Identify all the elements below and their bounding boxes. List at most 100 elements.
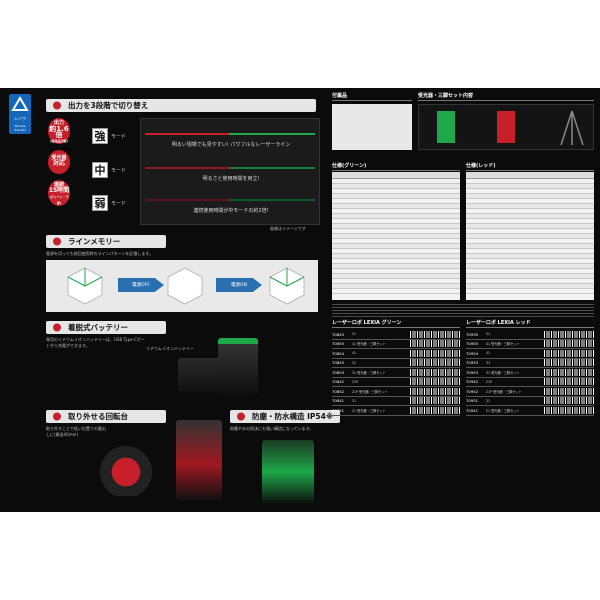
set-contents-title: 受光器・三脚セット内容 [418, 93, 594, 101]
barcode-icon [544, 387, 594, 395]
brand-mark-icon [11, 96, 29, 111]
receiver-red-photo [497, 111, 515, 143]
barcode-icon [544, 349, 594, 357]
barcode-icon [410, 359, 460, 367]
red-laser-photo [176, 420, 222, 500]
power-on-arrow: 電源ON [216, 278, 262, 292]
barcode-icon [544, 359, 594, 367]
accessories-box [332, 104, 412, 150]
receiver-green-photo [437, 111, 455, 143]
rotating-base-header: 取り外せる回転台 [46, 410, 166, 423]
output-switch-header: 出力を3段階で切り替え [46, 99, 316, 112]
brand-logo: シンワ Shinwa Sokutei [9, 94, 31, 134]
line-memory-text: 電源を切っても前回使用時のラインパターンを記憶します。 [46, 251, 153, 256]
mode-weak-text: 連続使用時間が中モードの約2倍! [193, 208, 269, 214]
barcode-icon [544, 368, 594, 376]
spec-green-title: 仕様(グリーン) [332, 163, 460, 171]
spec-footnotes [332, 304, 594, 318]
barcode-icon [544, 397, 594, 405]
image-note: 画像はイメージです [270, 226, 306, 231]
check-icon [53, 237, 61, 246]
barcode-icon [410, 349, 460, 357]
rotating-base-photo [96, 436, 156, 496]
laser-bar-red-medium [145, 167, 229, 169]
battery-header: 着脱式バッテリー [46, 321, 166, 334]
laser-device-photo [218, 338, 258, 396]
spec-green-table [332, 172, 460, 300]
barcode-icon [410, 340, 460, 348]
laser-bar-green-strong [229, 133, 315, 135]
battery-label: リチウムイオンバッテリー [146, 346, 194, 351]
laser-bar-green-weak [229, 199, 315, 201]
line-memory-header: ラインメモリー [46, 235, 166, 248]
line-memory-strip: 電源OFF 電源ON [46, 260, 318, 312]
check-icon [53, 412, 61, 421]
spec-red-title: 仕様(レッド) [466, 163, 594, 171]
mode-medium-text: 明るさと使用時間を両立! [202, 176, 260, 182]
barcode-icon [410, 397, 460, 405]
bubble-output: 出力約1.6倍(従来品比較) [48, 118, 70, 144]
barcode-icon [410, 368, 460, 376]
catalog-spread: シンワ Shinwa Sokutei 出力を3段階で切り替え 出力約1.6倍(従… [0, 88, 600, 512]
protection-header: 防塵・防水構造 IP54※ [230, 410, 340, 423]
mode-strong: 強モード [92, 128, 126, 144]
cube-blank [167, 267, 203, 305]
barcode-icon [544, 378, 594, 386]
green-laser-photo [262, 440, 314, 504]
laser-bar-red-weak [145, 199, 229, 201]
barcode-icon [410, 387, 460, 395]
bubble-receiver: 受光器対応 [48, 150, 70, 174]
accessories-title: 付属品 [332, 93, 412, 101]
barcode-icon [410, 406, 460, 414]
spec-red-table [466, 172, 594, 300]
laser-bar-green-medium [229, 167, 315, 169]
battery-photo [178, 358, 224, 392]
rotating-base-text: 取り外すことで低い位置での墨出しに(最低40mm) [46, 426, 106, 437]
barcode-icon [410, 378, 460, 386]
brand-subtext: Shinwa Sokutei [14, 124, 26, 132]
barcode-icon [544, 340, 594, 348]
tripod-icon [560, 110, 584, 146]
laser-bar-red-strong [145, 133, 229, 135]
mode-strong-text: 明るい現場でも見やすい! パワフルなレーザーライン [171, 142, 291, 148]
barcode-icon [410, 330, 460, 338]
mode-medium: 中モード [92, 162, 126, 178]
barcode-icon [544, 406, 594, 414]
mode-weak: 弱モード [92, 195, 126, 211]
set-contents-box [418, 104, 594, 150]
protection-text: 粉塵や水の飛沫にも強い構造になっています。 [230, 426, 314, 431]
cube-green-lines-after [269, 267, 305, 305]
power-off-arrow: 電源OFF [118, 278, 164, 292]
cube-green-lines-before [67, 267, 103, 305]
check-icon [53, 101, 61, 110]
check-icon [53, 323, 61, 332]
barcode-icon [544, 330, 594, 338]
check-icon [237, 412, 245, 421]
list-red-title: レーザーロボ LEXIA レッド [466, 320, 594, 328]
brand-wordmark: シンワ [14, 116, 26, 121]
battery-text: 専用のリチウムイオンバッテリーは、USB Type-Cポートから充電ができます。 [46, 337, 145, 348]
mode-comparison-panel: 明るい現場でも見やすい! パワフルなレーザーライン 明るさと使用時間を両立! 連… [140, 118, 320, 225]
